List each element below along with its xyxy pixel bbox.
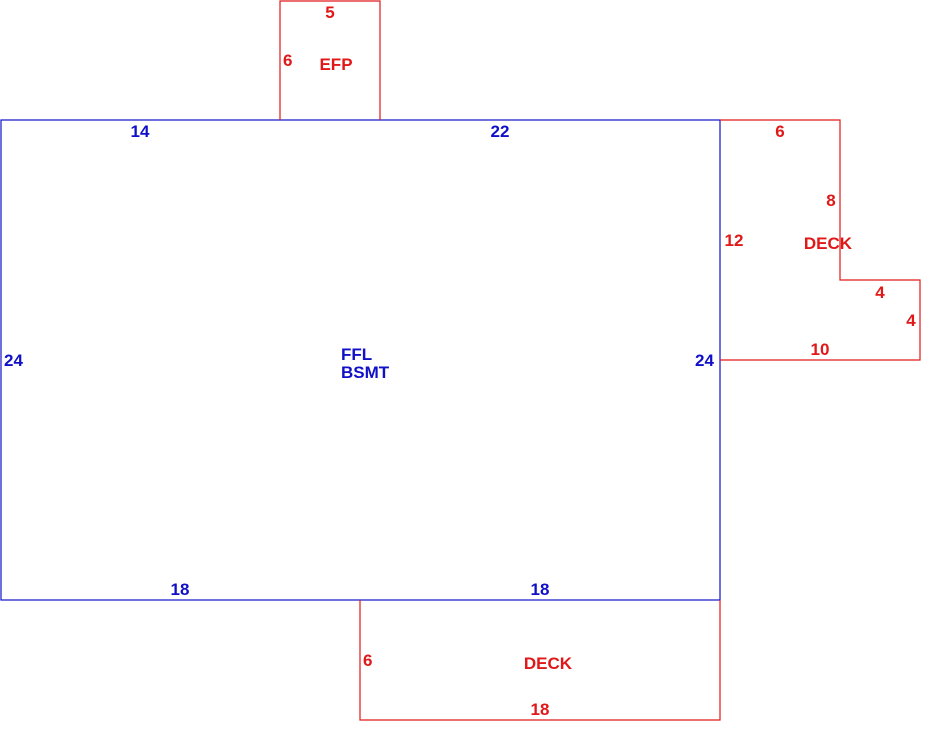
deck-right-outline: [720, 119, 921, 361]
deck-right-dim-side-upper: 8: [826, 191, 835, 210]
deck-right-dim-step-top: 4: [875, 283, 885, 302]
deck-right-dim-left: 12: [725, 231, 744, 250]
deck-bottom-outline: [359, 600, 721, 721]
main-area-label-ffl: FFL: [341, 345, 372, 364]
main-dim-bottom-left: 18: [171, 580, 190, 599]
deck-bottom-dim-bottom: 18: [531, 700, 550, 719]
deck-bottom-dim-left: 6: [363, 651, 372, 670]
efp-dim-top: 5: [325, 3, 334, 22]
efp-label: EFP: [319, 55, 352, 74]
main-dim-top-left: 14: [131, 122, 150, 141]
main-dim-right: 24: [695, 351, 714, 370]
deck-right-dim-top: 6: [775, 122, 784, 141]
deck-right-label: DECK: [804, 234, 853, 253]
efp-outline: [279, 0, 381, 120]
deck-right-dim-step-side: 4: [906, 311, 916, 330]
main-dim-bottom-right: 18: [531, 580, 550, 599]
main-dim-left: 24: [4, 351, 23, 370]
deck-right-dim-bottom: 10: [811, 340, 830, 359]
deck-bottom-label: DECK: [524, 654, 573, 673]
efp-dim-left: 6: [283, 51, 292, 70]
main-area-label-bsmt: BSMT: [341, 363, 390, 382]
main-dim-top-right: 22: [491, 122, 510, 141]
